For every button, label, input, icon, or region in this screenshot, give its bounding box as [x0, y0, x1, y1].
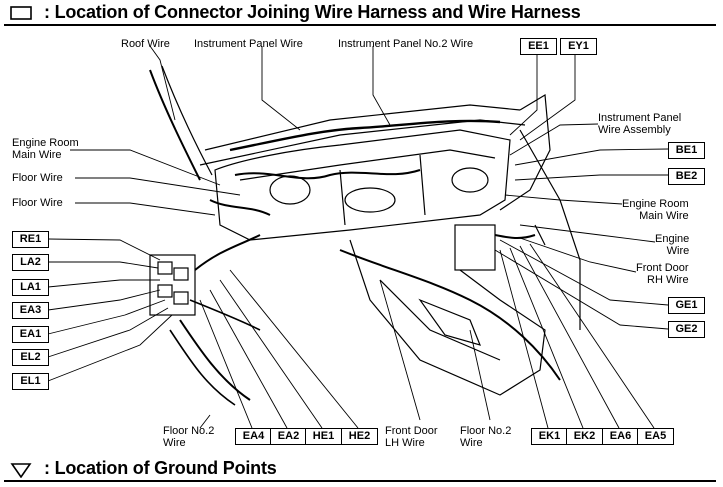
connector-section-title: : Location of Connector Joining Wire Har… — [44, 2, 581, 22]
label-instrument-panel-wire-assembly: Instrument Panel Wire Assembly — [598, 112, 682, 136]
connector-ea1: EA1 — [12, 326, 49, 343]
ground-section-title: : Location of Ground Points — [44, 458, 277, 478]
connector-be1: BE1 — [668, 142, 705, 159]
connector-section-header: : Location of Connector Joining Wire Har… — [4, 2, 716, 26]
label-floor-wire-2: Floor Wire — [12, 197, 63, 209]
label-engine-room-main-wire-right: Engine Room Main Wire — [622, 198, 689, 222]
connector-be2: BE2 — [668, 168, 705, 185]
label-roof-wire: Roof Wire — [121, 38, 170, 50]
label-engine-wire: Engine Wire — [655, 233, 690, 257]
connector-ea4: EA4 — [235, 428, 272, 445]
ground-section-header: : Location of Ground Points — [4, 458, 716, 482]
label-engine-room-main-wire-left: Engine Room Main Wire — [12, 137, 79, 161]
connector-ey1: EY1 — [560, 38, 597, 55]
label-instrument-panel-no2-wire: Instrument Panel No.2 Wire — [338, 38, 474, 50]
connector-la1: LA1 — [12, 279, 49, 296]
connector-re1: RE1 — [12, 231, 49, 248]
label-front-door-lh-wire: Front Door LH Wire — [385, 425, 438, 449]
connector-ge1: GE1 — [668, 297, 705, 314]
connector-ea3: EA3 — [12, 302, 49, 319]
label-floor-no2-wire-right: Floor No.2 Wire — [460, 425, 512, 449]
connector-el1: EL1 — [12, 373, 49, 390]
connector-ea2: EA2 — [270, 428, 307, 445]
connector-ek2: EK2 — [566, 428, 603, 445]
label-instrument-panel-wire: Instrument Panel Wire — [194, 38, 303, 50]
connector-ea5: EA5 — [637, 428, 674, 445]
connector-el2: EL2 — [12, 349, 49, 366]
connector-ge2: GE2 — [668, 321, 705, 338]
connector-ea6: EA6 — [602, 428, 639, 445]
connector-la2: LA2 — [12, 254, 49, 271]
connector-ee1: EE1 — [520, 38, 557, 55]
connector-ek1: EK1 — [531, 428, 568, 445]
connector-he1: HE1 — [305, 428, 342, 445]
triangle-icon — [10, 463, 32, 478]
square-icon — [10, 6, 32, 20]
label-front-door-rh-wire: Front Door RH Wire — [636, 262, 689, 286]
label-floor-wire-1: Floor Wire — [12, 172, 63, 184]
label-floor-no2-wire-left: Floor No.2 Wire — [163, 425, 215, 449]
connector-he2: HE2 — [341, 428, 378, 445]
